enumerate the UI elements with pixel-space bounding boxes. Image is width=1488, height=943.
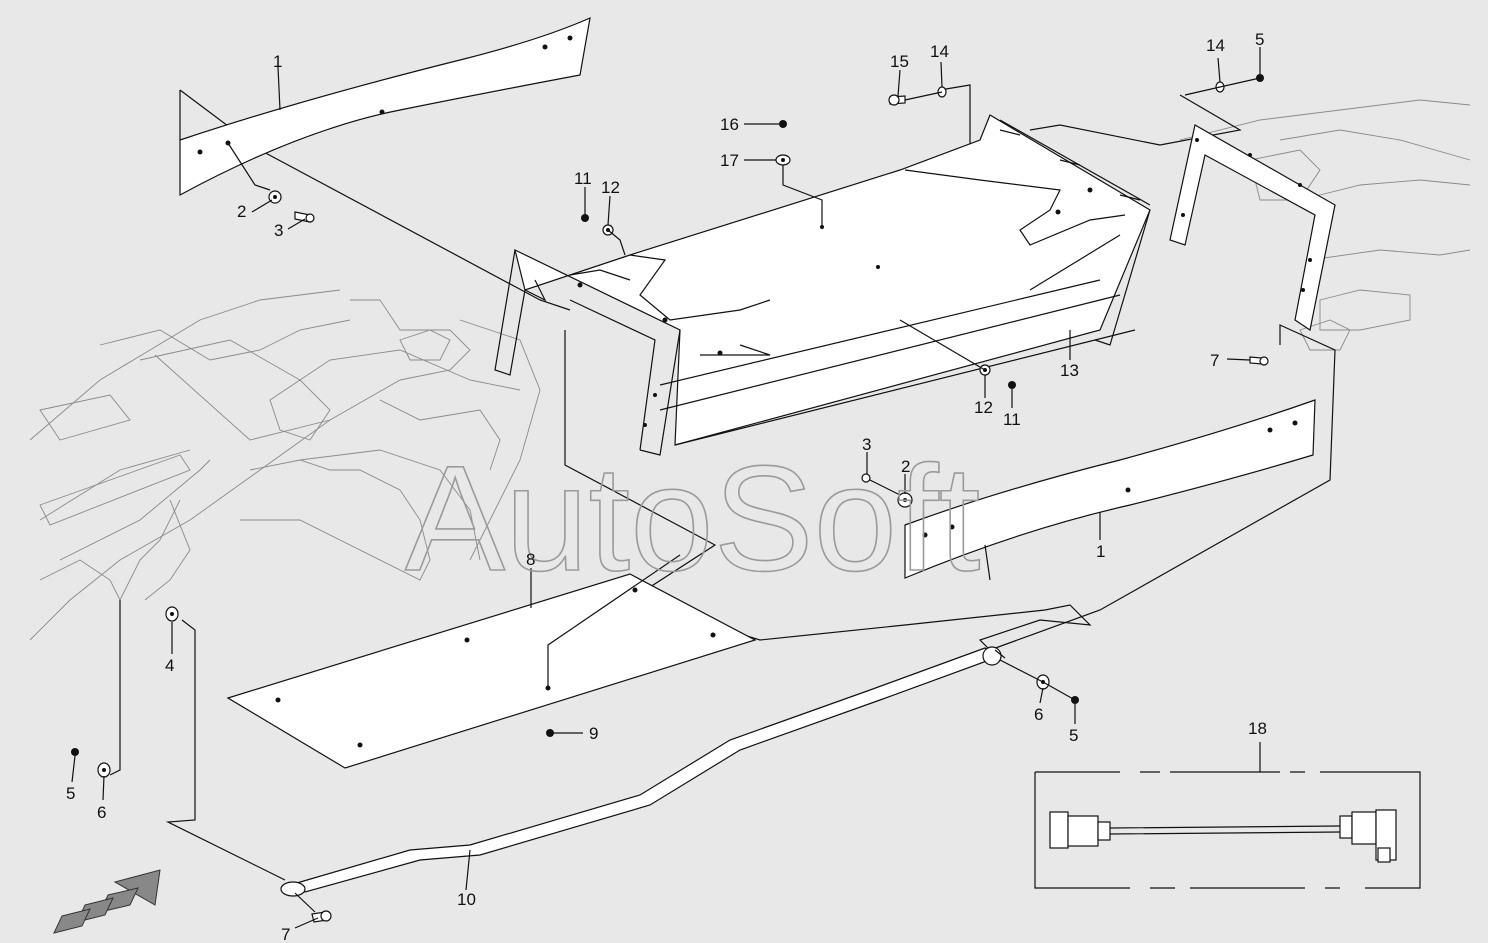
callout-7: 7 bbox=[281, 925, 290, 943]
callout-5: 5 bbox=[1255, 30, 1264, 49]
watermark-text: AutoSoft bbox=[405, 434, 980, 602]
callout-2: 2 bbox=[237, 202, 246, 221]
part-18-cable-box bbox=[1034, 742, 1421, 889]
callout-6: 6 bbox=[97, 803, 106, 822]
callout-5: 5 bbox=[1069, 726, 1078, 745]
part-1-panel-right bbox=[904, 399, 1316, 581]
callout-3: 3 bbox=[862, 435, 871, 454]
callout-16: 16 bbox=[720, 115, 739, 134]
callout-18: 18 bbox=[1248, 719, 1267, 738]
callout-labels: 1 1 2 2 3 3 4 5 5 5 6 6 7 7 8 9 10 11 11… bbox=[66, 30, 1267, 943]
leader-lines bbox=[71, 47, 1261, 929]
forward-arrow-icon bbox=[53, 869, 161, 934]
fasteners bbox=[71, 74, 1269, 923]
frame-outline bbox=[179, 84, 1336, 651]
part-10-rod bbox=[280, 646, 1006, 897]
callout-3: 3 bbox=[274, 221, 283, 240]
connector-right bbox=[1339, 809, 1397, 863]
background-chassis-right bbox=[1179, 99, 1471, 351]
background-chassis-left bbox=[29, 289, 541, 641]
callout-4: 4 bbox=[165, 656, 174, 675]
callout-10: 10 bbox=[457, 890, 476, 909]
part-1-panel-left bbox=[179, 16, 591, 197]
callout-1: 1 bbox=[273, 52, 282, 71]
callout-12: 12 bbox=[601, 178, 620, 197]
connector-left bbox=[1049, 811, 1111, 849]
callout-11: 11 bbox=[1003, 410, 1021, 429]
callout-6: 6 bbox=[1034, 705, 1043, 724]
part-8-plate bbox=[226, 554, 757, 769]
callout-5: 5 bbox=[66, 784, 75, 803]
callout-12: 12 bbox=[974, 398, 993, 417]
callout-9: 9 bbox=[589, 724, 598, 743]
part-13-frame bbox=[494, 114, 1151, 456]
callout-7: 7 bbox=[1210, 351, 1219, 370]
callout-14: 14 bbox=[1206, 36, 1225, 55]
callout-17: 17 bbox=[720, 151, 739, 170]
callout-2: 2 bbox=[901, 457, 910, 476]
callout-15: 15 bbox=[890, 52, 909, 71]
callout-1: 1 bbox=[1096, 542, 1105, 561]
callout-13: 13 bbox=[1060, 361, 1079, 380]
callout-8: 8 bbox=[526, 550, 535, 569]
callout-14: 14 bbox=[930, 42, 949, 61]
right-bracket bbox=[1169, 124, 1336, 331]
callout-11: 11 bbox=[574, 169, 592, 188]
